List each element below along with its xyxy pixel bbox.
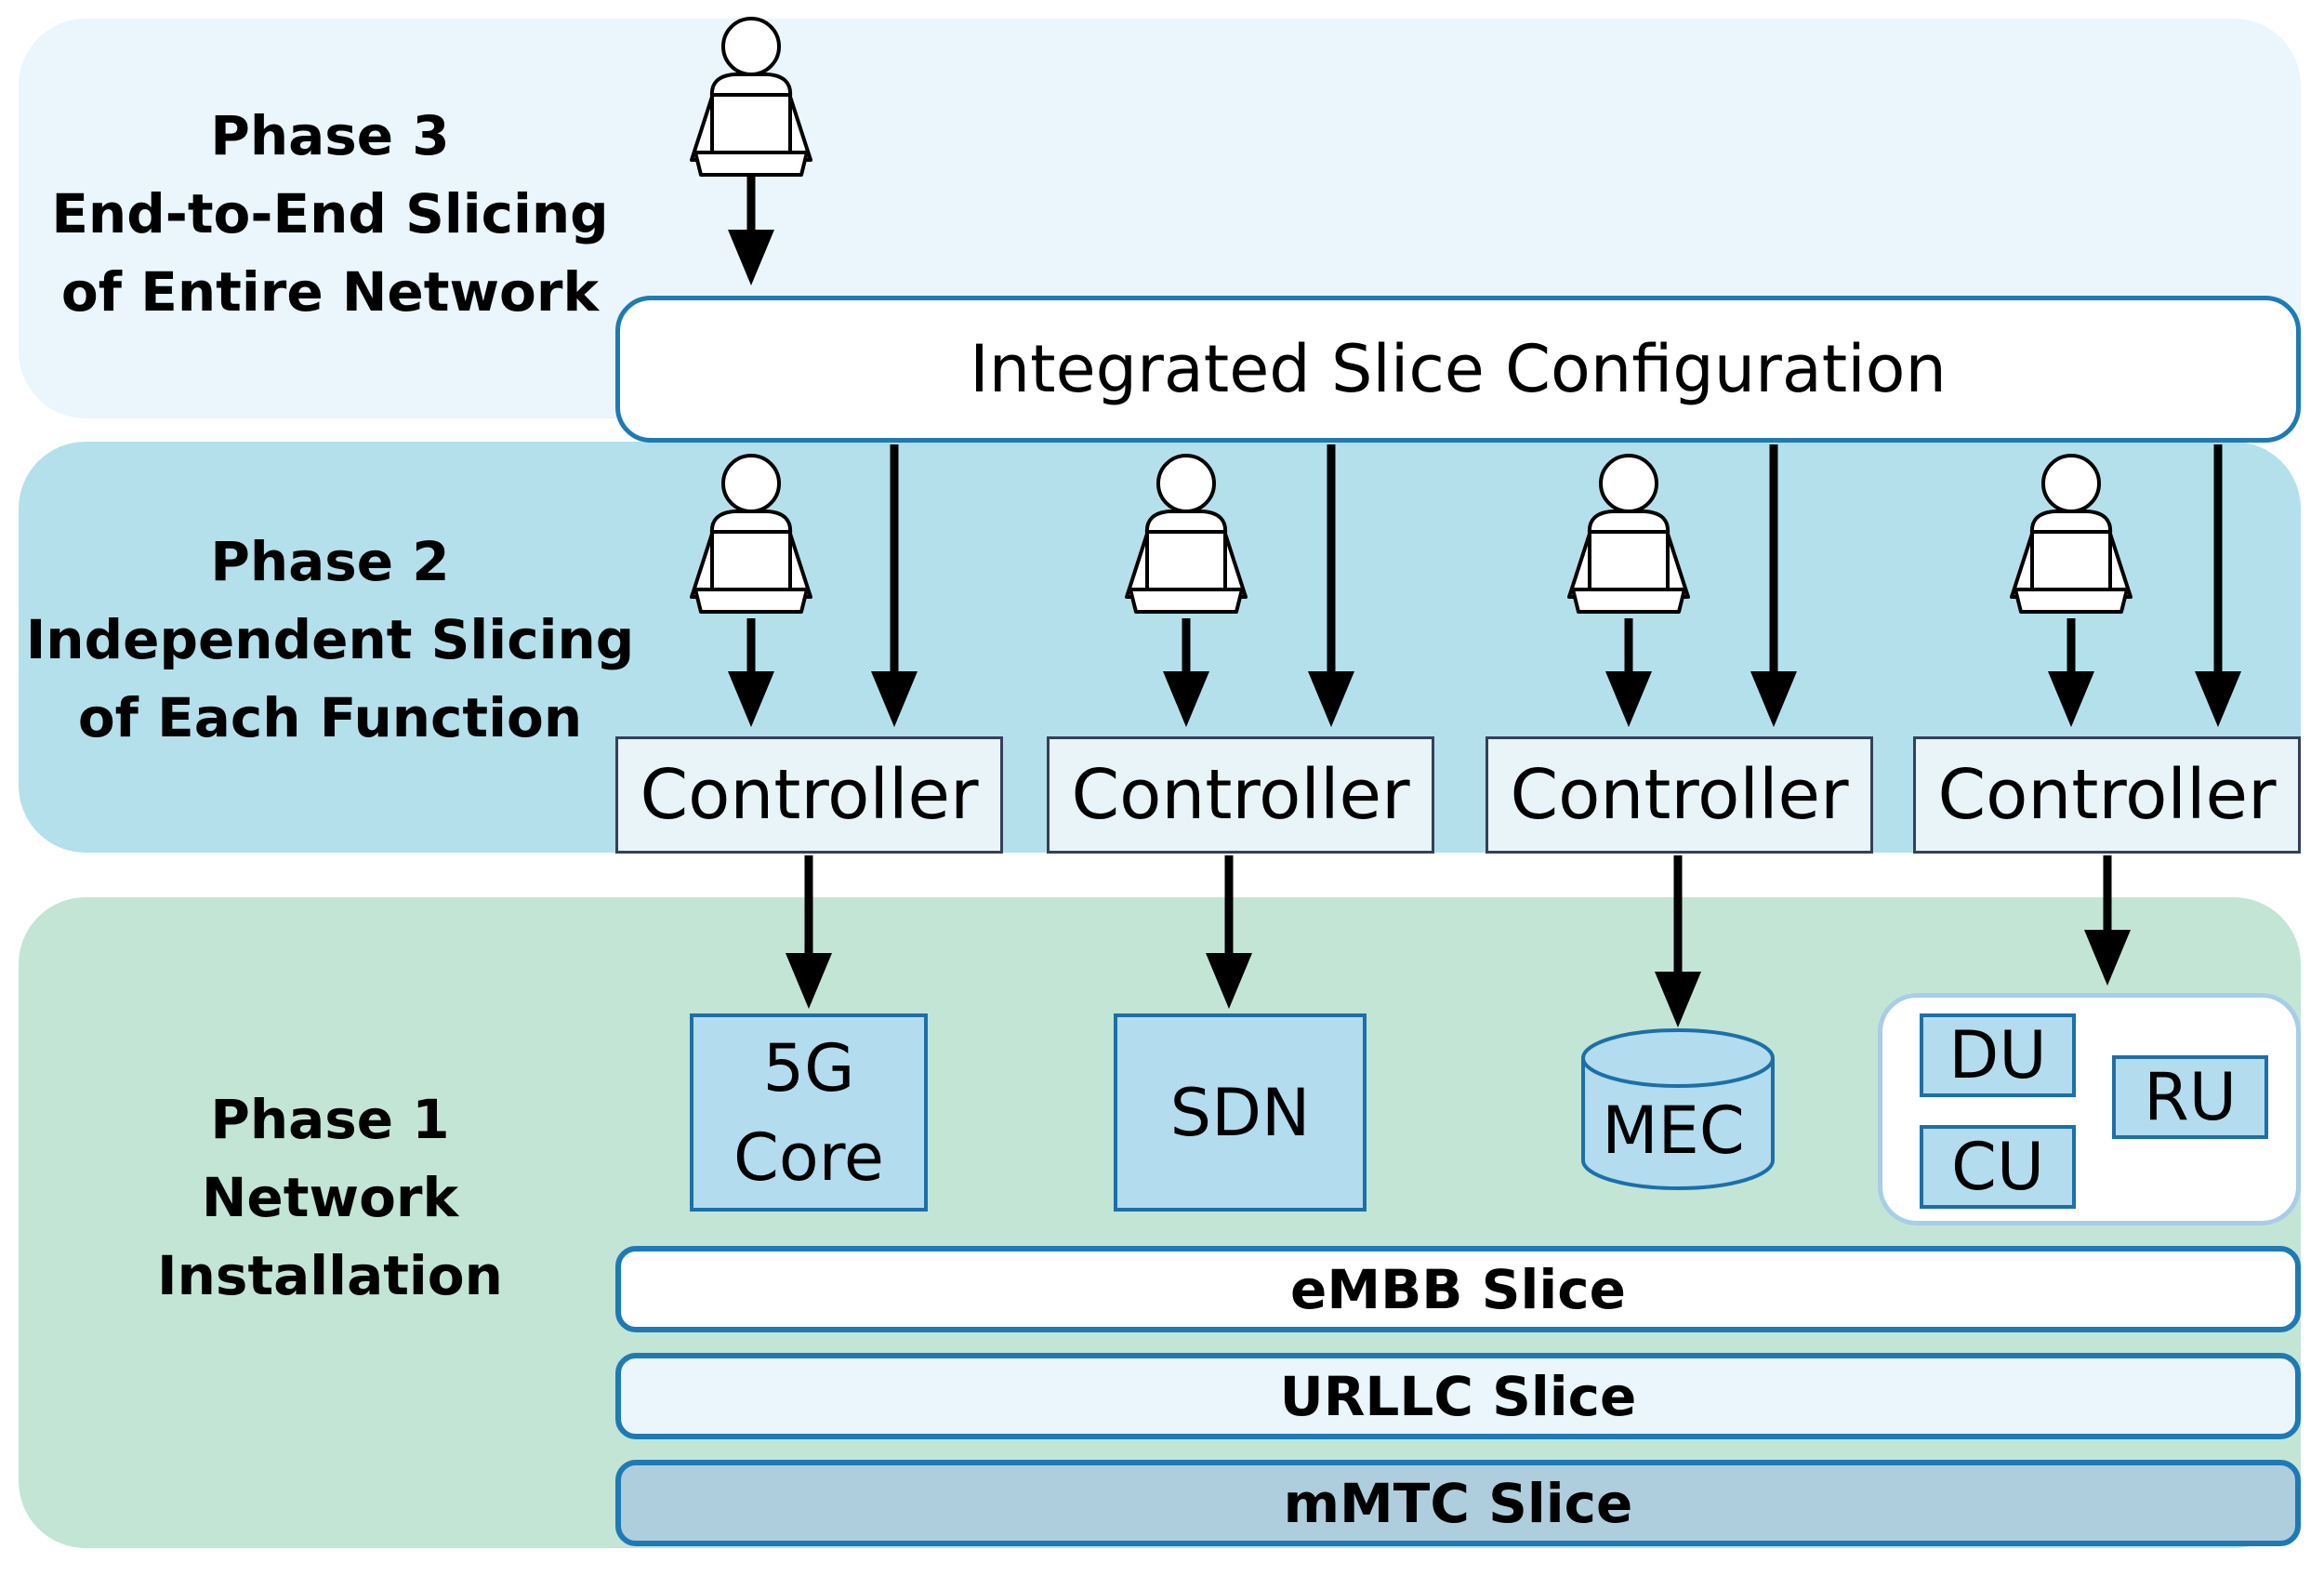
controller-box-mec: Controller <box>1486 736 1873 854</box>
function-mec-label: MEC <box>1602 1093 1745 1169</box>
arrow-down-icon <box>746 177 2223 981</box>
slice-embb-label: eMBB Slice <box>1290 1257 1626 1321</box>
controller-label: Controller <box>1937 755 2277 835</box>
controller-box-ran: Controller <box>1913 736 2301 854</box>
phase1-subtitle-line2: Installation <box>157 1244 503 1307</box>
controller-label: Controller <box>1510 755 1849 835</box>
phase3-label: Phase 3 End-to-End Slicing of Entire Net… <box>19 97 641 331</box>
phase3-subtitle-line1: End-to-End Slicing <box>51 182 609 245</box>
ran-ru-box: RU <box>2112 1055 2268 1139</box>
user-at-laptop-icon <box>690 17 2133 614</box>
mec-database-icon: MEC <box>1581 1028 1775 1190</box>
slice-urllc: URLLC Slice <box>615 1353 2301 1439</box>
slice-mmtc-label: mMTC Slice <box>1283 1471 1633 1535</box>
function-sdn: SDN <box>1114 1013 1367 1212</box>
function-5g-core: 5G Core <box>690 1013 928 1212</box>
phase2-title: Phase 2 <box>210 530 450 593</box>
phase1-label: Phase 1 Network Installation <box>19 1080 641 1315</box>
controller-box-core: Controller <box>615 736 1003 854</box>
phase2-subtitle-line2: of Each Function <box>77 686 583 749</box>
phase1-title: Phase 1 <box>210 1088 450 1151</box>
phase1-subtitle-line1: Network <box>201 1166 459 1229</box>
controller-label: Controller <box>640 755 979 835</box>
ran-ru-label: RU <box>2144 1059 2237 1135</box>
phase2-label: Phase 2 Independent Slicing of Each Func… <box>19 523 641 757</box>
slice-embb: eMBB Slice <box>615 1246 2301 1332</box>
slice-mmtc: mMTC Slice <box>615 1460 2301 1546</box>
slice-urllc-label: URLLC Slice <box>1279 1364 1637 1428</box>
ran-du-label: DU <box>1948 1017 2047 1093</box>
ran-cu-label: CU <box>1950 1129 2045 1205</box>
arrow-heads <box>728 230 2241 1027</box>
integrated-slice-configuration-box: Integrated Slice Configuration <box>615 296 2301 443</box>
ran-cu-box: CU <box>1920 1125 2076 1209</box>
integrated-slice-configuration-label: Integrated Slice Configuration <box>970 331 1947 407</box>
phase3-title: Phase 3 <box>210 104 450 167</box>
function-sdn-label: SDN <box>1169 1074 1311 1151</box>
function-5g-core-line1: 5G <box>762 1029 855 1106</box>
controller-box-sdn: Controller <box>1047 736 1434 854</box>
function-5g-core-line2: Core <box>733 1119 884 1196</box>
phase3-subtitle-line2: of Entire Network <box>60 260 600 324</box>
controller-label: Controller <box>1071 755 1410 835</box>
ran-du-box: DU <box>1920 1013 2076 1097</box>
phase2-subtitle-line1: Independent Slicing <box>25 608 635 671</box>
